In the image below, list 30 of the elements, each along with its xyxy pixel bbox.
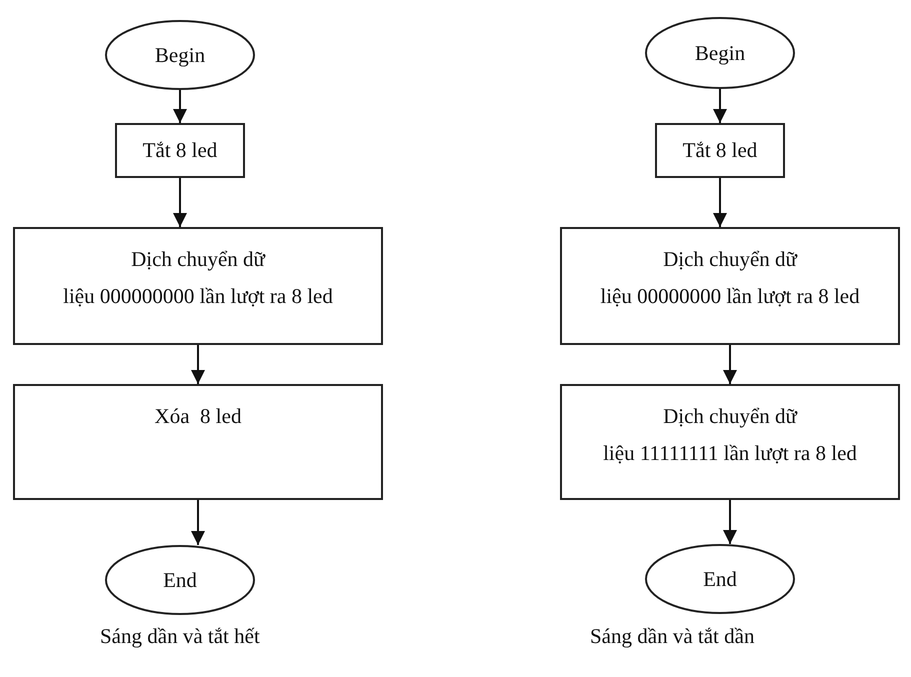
caption-text: Sáng dần và tắt hết: [100, 624, 260, 649]
arrow: [173, 90, 187, 123]
process-box: [560, 384, 900, 500]
node-text: Tắt 8 led: [142, 137, 218, 164]
arrow: [191, 500, 205, 545]
node-text: Begin: [694, 40, 746, 66]
process-box: [560, 227, 900, 345]
process-box: [13, 227, 383, 345]
node-text: Xóa 8 led: [154, 403, 242, 430]
node-text: End: [162, 566, 198, 594]
arrow: [723, 345, 737, 384]
process-box: [115, 123, 245, 178]
process-box: [13, 384, 383, 500]
arrow: [713, 89, 727, 123]
process-box: [655, 123, 785, 178]
arrow: [191, 345, 205, 384]
node-text: End: [702, 566, 738, 592]
terminal-ellipse: [105, 20, 255, 90]
terminal-ellipse: [645, 17, 795, 89]
arrow: [723, 500, 737, 544]
terminal-ellipse: [645, 544, 795, 614]
caption-text: Sáng dần và tắt dần: [590, 624, 754, 649]
terminal-ellipse: [105, 545, 255, 615]
arrow: [173, 178, 187, 227]
node-text: Dịch chuyển dữ liệu 11111111 lần lượt ra 8 led: [602, 403, 858, 467]
arrow: [713, 178, 727, 227]
node-text: Dịch chuyển dữ liệu 00000000 lần lượt ra 8 led: [599, 246, 861, 310]
node-text: Begin: [154, 42, 206, 68]
node-text: Tắt 8 led: [682, 137, 758, 164]
node-text: Dịch chuyển dữ liệu 000000000 lần lượt ra 8 led: [62, 246, 334, 310]
